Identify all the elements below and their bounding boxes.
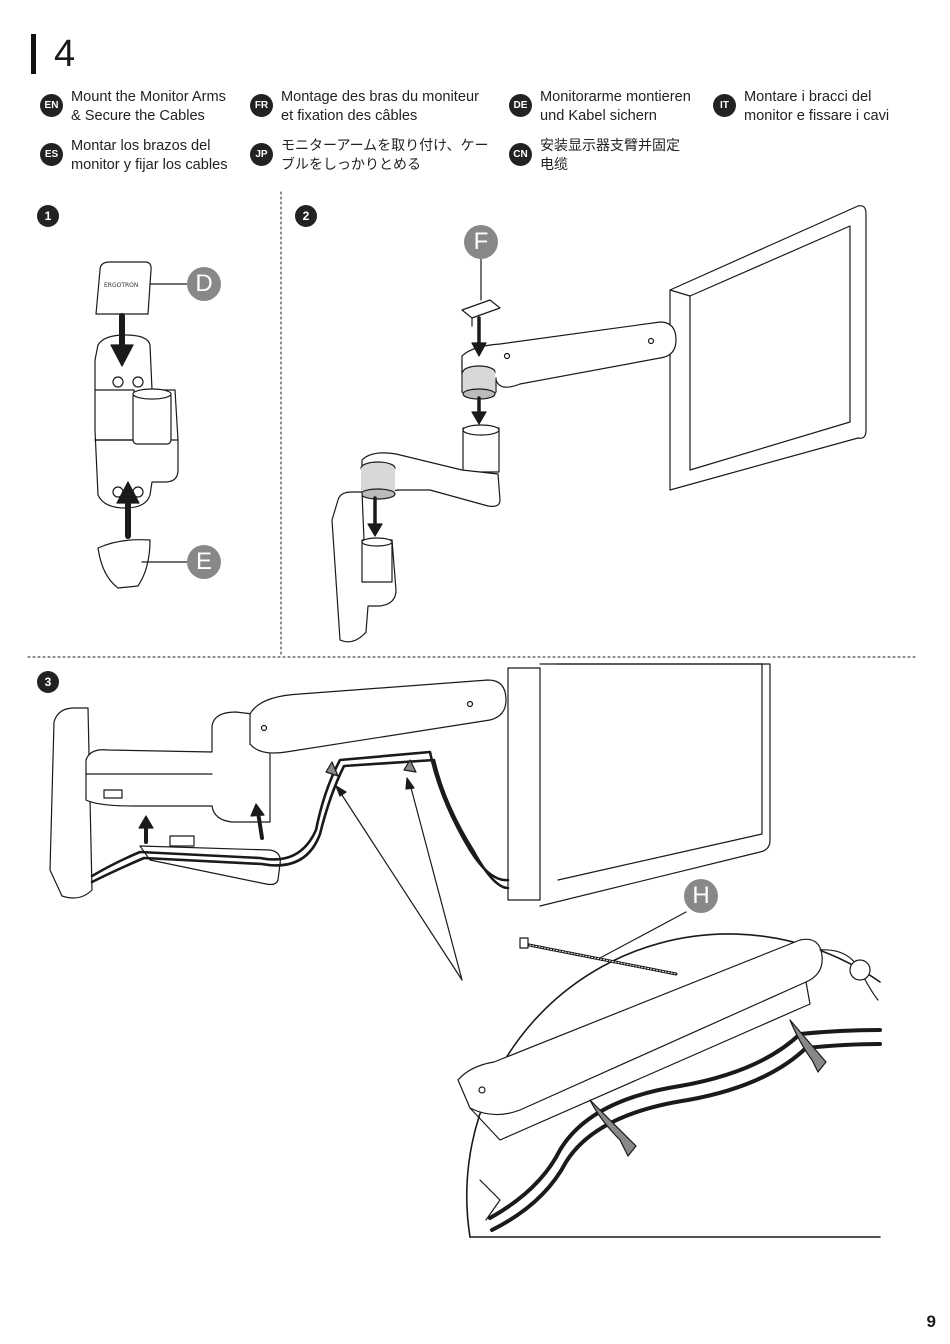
panel-number-1: 1 <box>37 205 59 227</box>
lang-cn: CN 安装显示器支臂并固定 电缆 <box>509 137 680 175</box>
lang-badge: JP <box>250 143 273 166</box>
lang-badge: DE <box>509 94 532 117</box>
lang-en: EN Mount the Monitor Arms & Secure the C… <box>40 88 226 126</box>
panel3-cables <box>49 663 771 981</box>
callout-e: E <box>187 545 221 579</box>
lang-badge: IT <box>713 94 736 117</box>
page-number: 9 <box>926 1312 936 1331</box>
panel2-arms <box>331 205 867 643</box>
brand-label: ERGOTRON <box>104 282 138 289</box>
callout-d: D <box>187 267 221 301</box>
lang-es: ES Montar los brazos del monitor y fijar… <box>40 137 228 175</box>
lang-text: Monitorarme montieren und Kabel sichern <box>540 89 691 124</box>
lang-jp: JP モニターアームを取り付け、ケー ブルをしっかりとめる <box>250 137 488 175</box>
lang-de: DE Monitorarme montieren und Kabel siche… <box>509 88 691 126</box>
step-bar <box>31 34 36 74</box>
lang-badge: FR <box>250 94 273 117</box>
lang-badge: ES <box>40 143 63 166</box>
lang-text: Montar los brazos del monitor y fijar lo… <box>71 138 228 173</box>
lang-badge: CN <box>509 143 532 166</box>
step-number: 4 <box>54 33 76 75</box>
lang-text: Montare i bracci del monitor e fissare i… <box>744 89 890 124</box>
callout-f: F <box>464 225 498 259</box>
lang-fr: FR Montage des bras du moniteur et fixat… <box>250 88 479 126</box>
zoom-detail <box>457 911 882 1238</box>
callout-h: H <box>684 879 718 913</box>
panel1-bracket: ERGOTRON <box>94 261 188 589</box>
lang-text: Mount the Monitor Arms & Secure the Cabl… <box>71 89 226 124</box>
lang-text: 安装显示器支臂并固定 电缆 <box>540 138 680 173</box>
lang-text: Montage des bras du moniteur et fixation… <box>281 89 479 124</box>
lang-text: モニターアームを取り付け、ケー ブルをしっかりとめる <box>281 138 489 173</box>
lang-badge: EN <box>40 94 63 117</box>
panel-number-3: 3 <box>37 671 59 693</box>
lang-it: IT Montare i bracci del monitor e fissar… <box>713 88 889 126</box>
panel-number-2: 2 <box>295 205 317 227</box>
